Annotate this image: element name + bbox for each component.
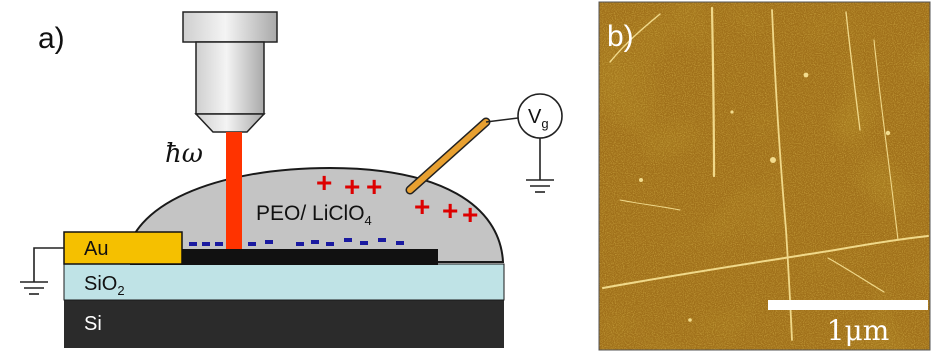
svg-text:+: + [344,171,360,202]
si-label: Si [84,313,102,335]
ground-icon [526,138,554,193]
panel-a-label: a) [38,22,65,55]
scale-bar [768,300,928,310]
ground-icon [20,247,64,295]
positive-charges: + + + + + + [316,167,478,230]
panel-b-afm-image: b) 1μm [598,1,931,351]
gate-voltage-source: Vg [517,93,563,139]
negative-charges [189,238,404,246]
svg-text:+: + [414,191,430,222]
gate-probe [405,117,519,195]
panel-b-frame [598,1,931,351]
panel-b-label: b) [607,20,634,53]
objective-lens-icon [182,11,278,133]
afm-particles [639,72,891,322]
sio2-label: SiO2 [84,273,125,298]
gate-voltage-label: Vg [528,106,549,131]
gold-electrode [63,231,183,265]
svg-text:+: + [462,199,478,230]
scale-bar-label: 1μm [827,314,890,347]
si-substrate [64,300,504,348]
svg-text:+: + [316,167,332,198]
au-label: Au [84,238,108,260]
sio2-layer [63,263,505,301]
photon-energy-label: ħω [165,139,203,169]
laser-beam [226,132,242,250]
panel-a: a) Au SiO2 Si [20,11,563,348]
afm-fibers [602,6,929,341]
electrolyte-label: PEO/ LiClO4 [256,202,372,228]
svg-text:+: + [366,171,382,202]
svg-text:+: + [442,195,458,226]
channel-film [130,249,438,265]
